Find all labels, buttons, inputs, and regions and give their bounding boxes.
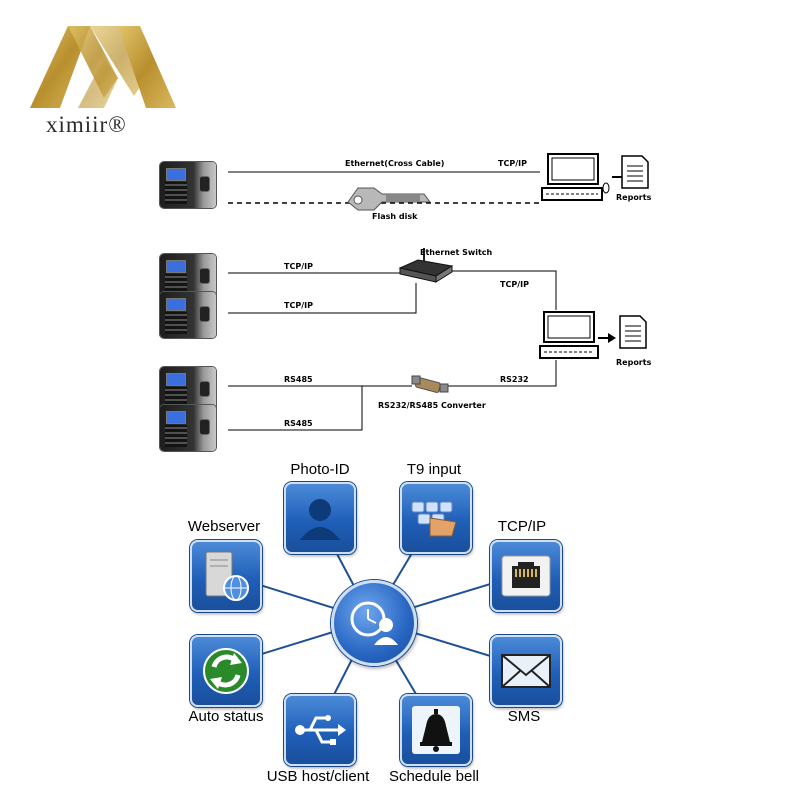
attendance-device-3 xyxy=(160,292,216,338)
t9-input-label: T9 input xyxy=(406,461,462,478)
attendance-device-1 xyxy=(160,162,216,208)
sms-tile xyxy=(490,635,562,707)
tcpip-tile xyxy=(490,540,562,612)
rs485-label-1: RS485 xyxy=(284,375,313,384)
ethernet-port-icon xyxy=(501,555,551,597)
cross-cable-label: Ethernet(Cross Cable) xyxy=(345,159,445,168)
clock-user-icon xyxy=(350,601,398,645)
recycle-arrows-icon xyxy=(203,648,249,694)
rs485-label-2: RS485 xyxy=(284,419,313,428)
tcpip-label-dev2: TCP/IP xyxy=(284,301,313,310)
hub-center xyxy=(331,580,417,666)
report-document-icon-2 xyxy=(619,315,647,349)
t9-input-tile xyxy=(400,482,472,554)
reports-label-2: Reports xyxy=(616,358,652,367)
auto-status-label: Auto status xyxy=(188,708,264,725)
logo-mark-icon xyxy=(30,26,176,108)
flash-disk-icon xyxy=(347,187,431,211)
switch-label: Ethernet Switch xyxy=(420,248,493,257)
rs232-label: RS232 xyxy=(500,375,529,384)
tcpip-label-top: TCP/IP xyxy=(498,159,527,168)
schedule-bell-label: Schedule bell xyxy=(388,768,480,785)
brand-name: ximiir® xyxy=(46,112,127,137)
sms-label: SMS xyxy=(507,708,541,725)
webserver-tile xyxy=(190,540,262,612)
webserver-label: Webserver xyxy=(187,518,261,535)
tcpip-label-dev1: TCP/IP xyxy=(284,262,313,271)
tcpip-label-uplink: TCP/IP xyxy=(500,280,529,289)
photo-id-tile xyxy=(284,482,356,554)
server-globe-icon xyxy=(205,551,249,601)
reports-label-1: Reports xyxy=(616,193,652,202)
converter-icon xyxy=(411,375,449,393)
usb-label: USB host/client xyxy=(266,768,370,785)
flash-disk-label: Flash disk xyxy=(372,212,418,221)
brand-logo: ximiir® xyxy=(18,18,188,138)
topology-lines xyxy=(228,171,632,431)
report-document-icon xyxy=(621,155,649,189)
attendance-device-5 xyxy=(160,405,216,451)
envelope-icon xyxy=(501,654,551,688)
tcpip-feature-label: TCP/IP xyxy=(497,518,547,535)
keyboard-hand-icon xyxy=(411,501,457,537)
bell-icon xyxy=(412,706,460,754)
usb-tile xyxy=(284,694,356,766)
usb-icon xyxy=(295,715,346,745)
auto-status-tile xyxy=(190,635,262,707)
computer-icon-2 xyxy=(539,311,599,359)
schedule-bell-tile xyxy=(400,694,472,766)
converter-label: RS232/RS485 Converter xyxy=(378,401,486,410)
computer-icon xyxy=(541,153,610,201)
ethernet-switch-icon xyxy=(398,248,454,283)
person-icon xyxy=(300,499,340,540)
photo-id-label: Photo-ID xyxy=(290,461,350,478)
